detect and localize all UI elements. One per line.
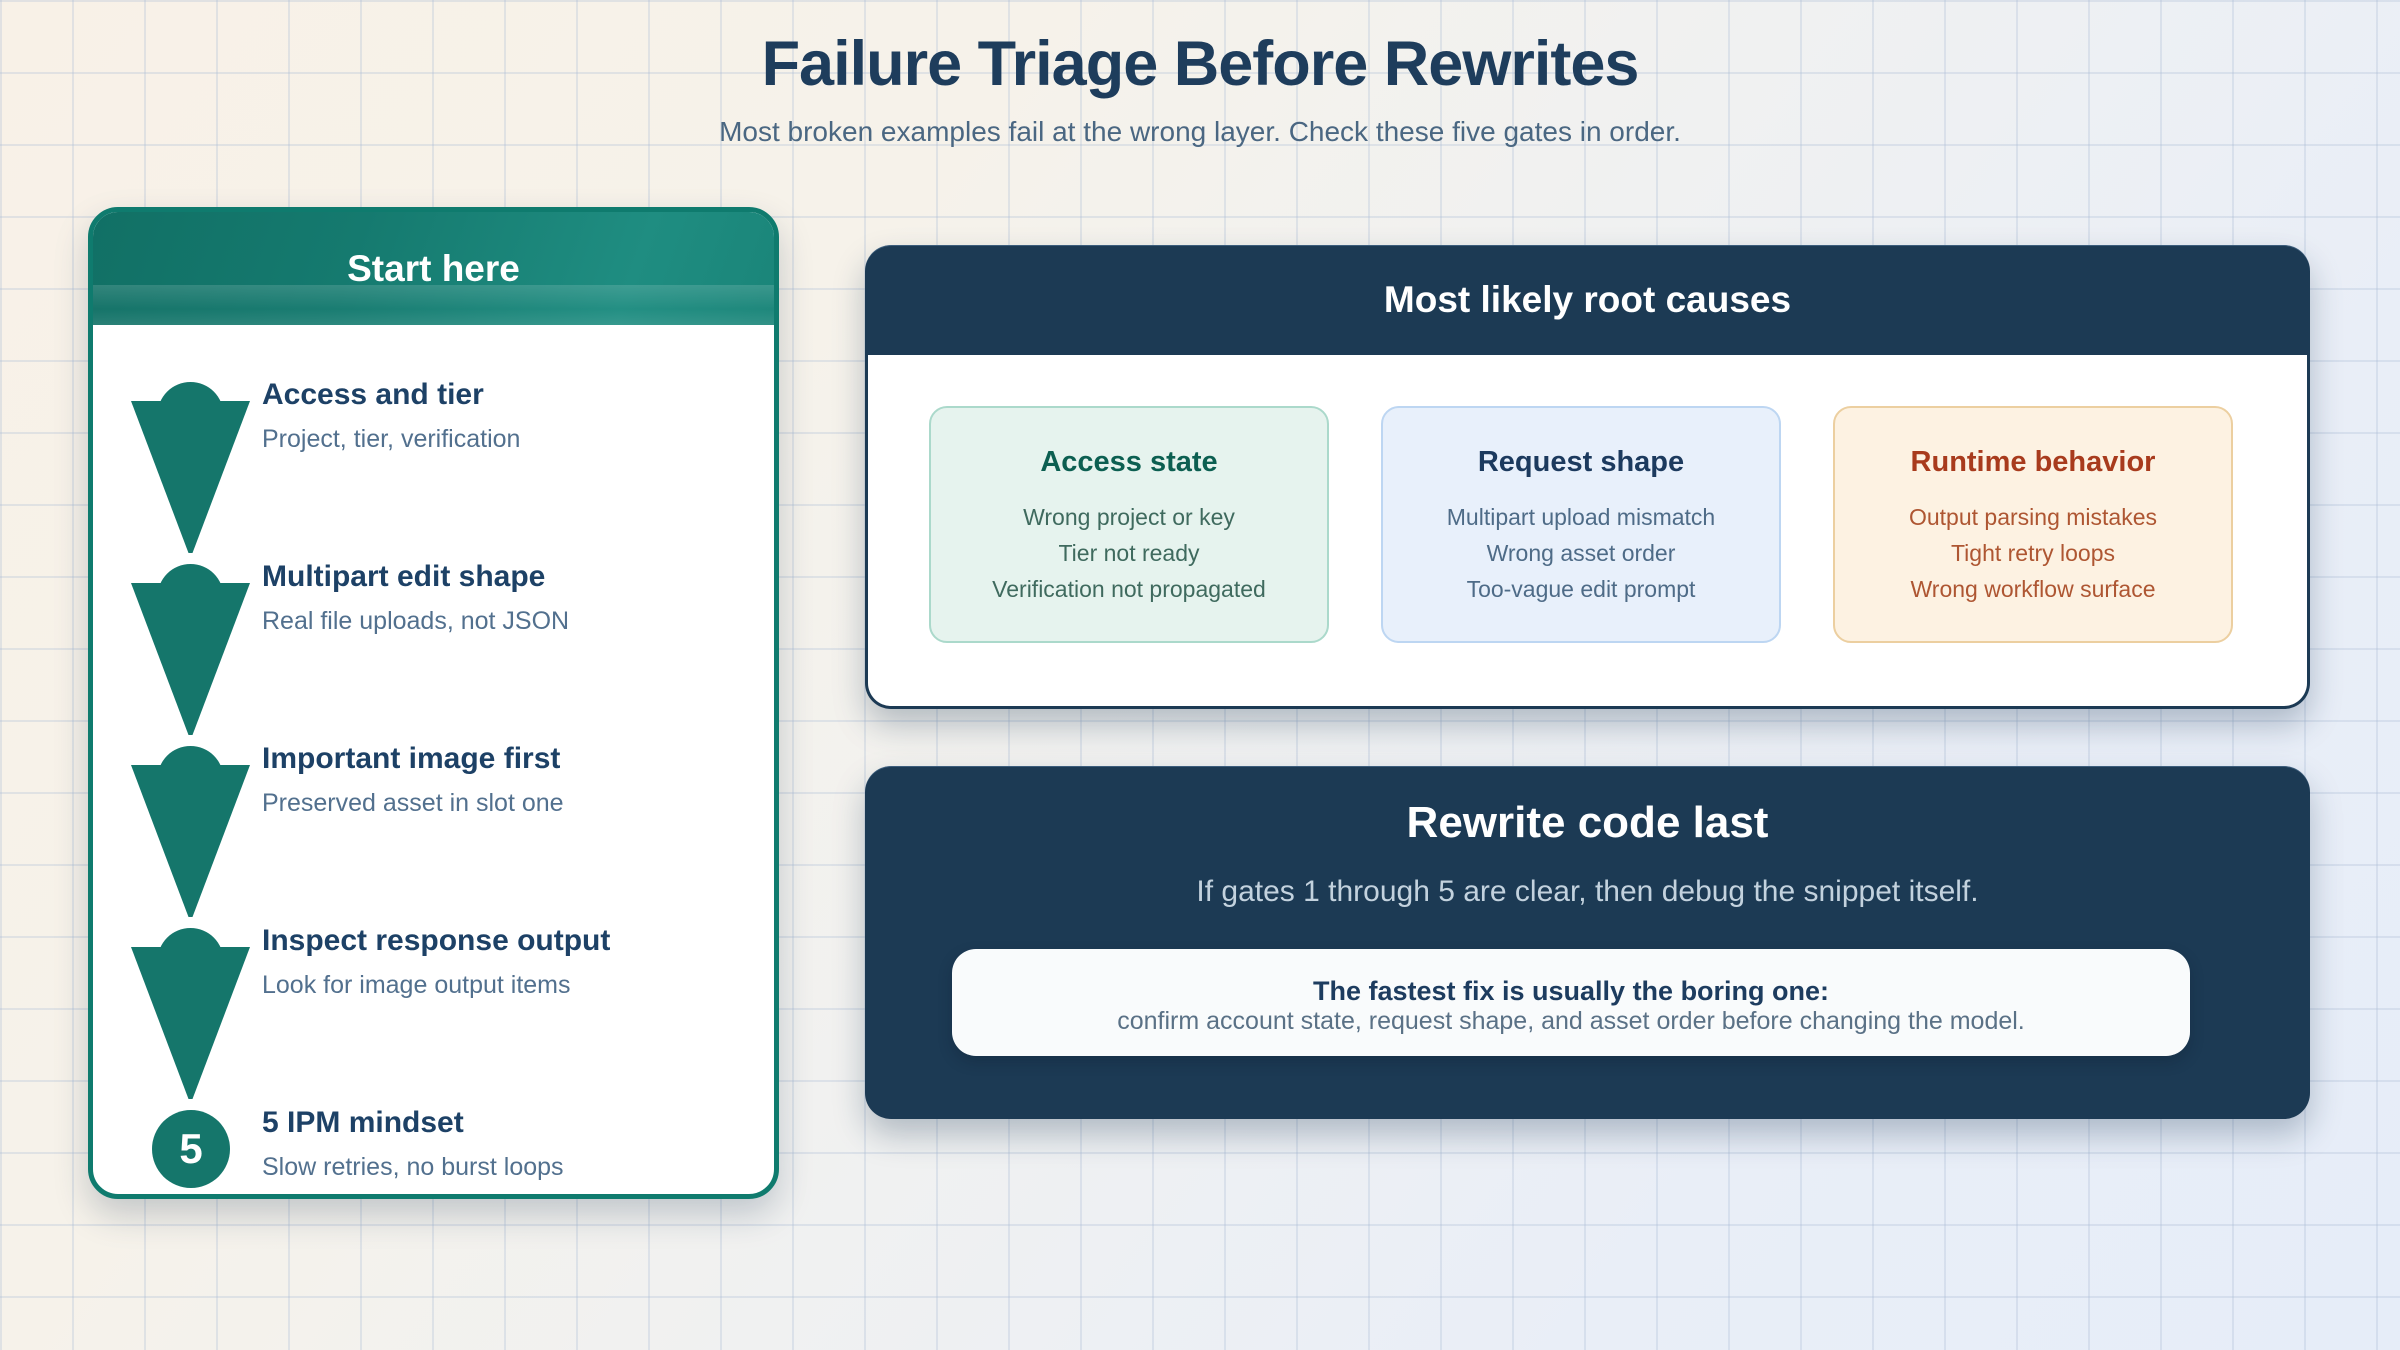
gate-step-subtitle: Look for image output items	[262, 971, 571, 999]
rewrite-note-title: The fastest fix is usually the boring on…	[1312, 976, 1830, 1006]
cause-item: Too-vague edit prompt	[1466, 576, 1696, 602]
page-subtitle: Most broken examples fail at the wrong l…	[719, 116, 1681, 147]
gates-panel-header: Start here	[93, 212, 774, 325]
gate-step-5: 5 5 IPM mindset Slow retries, no burst l…	[93, 1106, 774, 1194]
rewrite-panel-title: Rewrite code last	[1406, 798, 1769, 847]
gate-step-1: Access and tier Project, tier, verificat…	[93, 378, 774, 564]
rewrite-panel: Rewrite code last If gates 1 through 5 a…	[865, 766, 2310, 1119]
gate-step-2: Multipart edit shape Real file uploads, …	[93, 560, 774, 746]
funnel-arrow-icon	[131, 928, 250, 1099]
gate-step-title: Important image first	[262, 742, 561, 775]
rewrite-note-card: The fastest fix is usually the boring on…	[952, 949, 2190, 1056]
gates-panel: Start here Access and tier Project, tier…	[88, 207, 779, 1199]
cause-item: Tight retry loops	[1950, 540, 2116, 566]
cause-card-runtime-behavior: Runtime behavior Output parsing mistakes…	[1833, 406, 2233, 643]
cause-item: Tier not ready	[1058, 540, 1200, 566]
cause-item: Wrong asset order	[1486, 540, 1676, 566]
gate-step-title: Access and tier	[262, 378, 484, 411]
funnel-arrow-icon	[131, 382, 250, 553]
cause-item: Wrong project or key	[1023, 504, 1235, 530]
cause-item: Verification not propagated	[992, 576, 1266, 602]
gates-panel-title: Start here	[347, 247, 520, 289]
gate-step-title: Multipart edit shape	[262, 560, 546, 593]
root-causes-title: Most likely root causes	[1383, 279, 1792, 320]
cause-item: Output parsing mistakes	[1908, 504, 2157, 530]
cause-card-access-state: Access state Wrong project or key Tier n…	[929, 406, 1329, 643]
cause-card-title: Runtime behavior	[1910, 446, 2156, 478]
funnel-arrow-icon	[131, 564, 250, 735]
gate-step-title: 5 IPM mindset	[262, 1106, 464, 1139]
cause-item: Multipart upload mismatch	[1446, 504, 1716, 530]
cause-item: Wrong workflow surface	[1910, 576, 2156, 602]
gate-step-subtitle: Real file uploads, not JSON	[262, 607, 570, 635]
gate-step-subtitle: Slow retries, no burst loops	[262, 1153, 564, 1181]
rewrite-note-body: confirm account state, request shape, an…	[1117, 1007, 2025, 1035]
gate-step-subtitle: Project, tier, verification	[262, 425, 521, 453]
rewrite-panel-subtitle: If gates 1 through 5 are clear, then deb…	[1196, 875, 1979, 908]
gate-step-title: Inspect response output	[262, 924, 611, 957]
root-causes-panel: Most likely root causes Access state Wro…	[865, 245, 2310, 709]
cause-card-title: Access state	[1040, 446, 1218, 478]
cause-card-title: Request shape	[1477, 446, 1685, 478]
page-title: Failure Triage Before Rewrites	[761, 29, 1640, 99]
gate-step-4: Inspect response output Look for image o…	[93, 924, 774, 1110]
gate-step-3: Important image first Preserved asset in…	[93, 742, 774, 928]
funnel-arrow-icon	[131, 746, 250, 917]
root-causes-body: Access state Wrong project or key Tier n…	[868, 355, 2307, 706]
step-number-badge: 5	[152, 1110, 230, 1188]
cause-card-request-shape: Request shape Multipart upload mismatch …	[1381, 406, 1781, 643]
gate-step-subtitle: Preserved asset in slot one	[262, 789, 564, 817]
